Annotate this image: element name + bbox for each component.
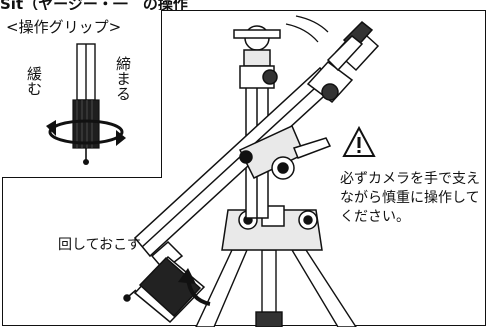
grip-inset-title: <操作グリップ> <box>6 18 122 36</box>
warning-icon <box>342 126 376 157</box>
tighten-label: 締まる <box>114 56 132 101</box>
warning-text: 必ずカメラを手で支えながら慎重に操作してください。 <box>340 171 480 225</box>
section-heading: Sit（ヤージー・一 の操作 <box>0 0 188 13</box>
loosen-label: 緩む <box>25 66 43 96</box>
raise-instruction-label: 回しておこす <box>58 237 141 253</box>
